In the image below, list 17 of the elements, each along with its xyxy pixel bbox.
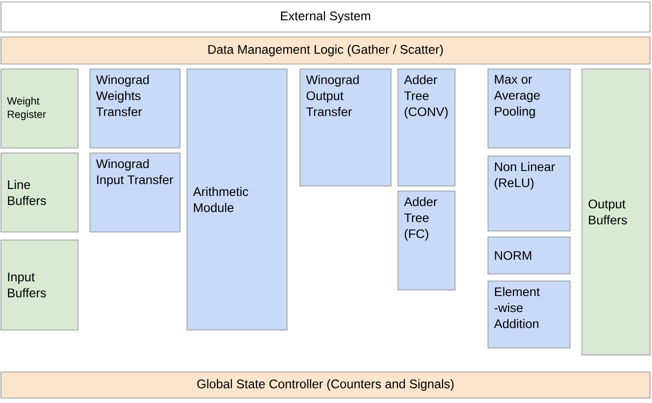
addition-box: Element -wise Addition [488,280,570,348]
transfer-box: Winograd Input Transfer [90,152,180,232]
register-box: Weight Register [0,68,78,148]
system-band: External System [0,2,650,32]
adder-box: Adder Tree (CONV) [398,68,456,186]
transfer-box: Winograd Weights Transfer [90,68,180,148]
buffer-box: Input Buffers [0,240,78,330]
transfer-box: Winograd Output Transfer [300,68,392,186]
pooling-box: Max or Average Pooling [488,68,570,148]
norm-box: NORM [488,236,570,274]
module-box: Arithmetic Module [186,68,288,330]
activation-box: Non Linear (ReLU) [488,156,570,232]
logic-band: Data Management Logic (Gather / Scatter) [0,36,650,64]
controller-band: Global State Controller (Counters and Signals) [0,372,650,398]
buffer-box: Output Buffers [582,68,650,356]
adder-box: Adder Tree (FC) [398,190,456,290]
buffer-box: Line Buffers [0,152,78,232]
